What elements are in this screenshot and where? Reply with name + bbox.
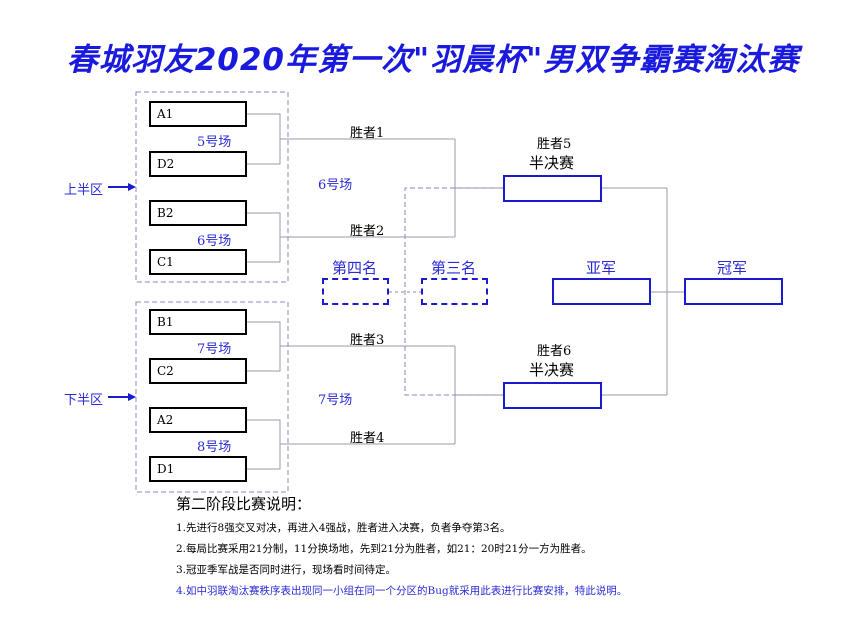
upper-half-arrow-icon [128,183,136,191]
slot-d2: D2 [149,151,247,177]
semi-lower-stage-label: 半决赛 [529,361,575,379]
slot-b2: B2 [149,200,247,226]
venue-match-2: 6号场 [197,234,232,249]
slot-d1: D1 [149,456,247,482]
slot-c2: C2 [149,358,247,384]
upper-half-label: 上半区 [64,183,104,198]
venue-quarter-upper: 6号场 [318,178,353,193]
page-title: 春城羽友2020年第一次"羽晨杯"男双争霸赛淘汰赛 [66,42,800,78]
semi-lower-winner-label: 胜者6 [537,344,572,359]
winner-1-label: 胜者1 [350,126,385,141]
winner-4-label: 胜者4 [350,431,385,446]
venue-match-1: 5号场 [197,135,232,150]
notes-heading: 第二阶段比赛说明： [176,495,312,513]
champion-box [684,278,783,305]
lower-half-arrow-icon [128,393,136,401]
semi-lower-box [503,382,602,409]
note-item-2: 2.每局比赛采用21分制，11分换场地，先到21分为胜者，如21：20时21分一… [176,543,592,555]
semi-upper-stage-label: 半决赛 [529,154,575,172]
fourth-place-box [322,278,389,305]
semi-upper-winner-label: 胜者5 [537,137,572,152]
slot-a1: A1 [149,101,247,127]
note-item-4: 4.如中羽联淘汰赛秩序表出现同一小组在同一个分区的Bug就采用此表进行比赛安排，… [176,585,628,597]
venue-match-3: 7号场 [197,342,232,357]
third-place-box [421,278,488,305]
champion-label: 冠军 [717,259,748,277]
slot-b1: B1 [149,309,247,335]
semi-upper-box [503,175,602,202]
note-item-3: 3.冠亚季军战是否同时进行，现场看时间待定。 [176,564,397,576]
venue-quarter-lower: 7号场 [318,393,353,408]
third-place-label: 第三名 [431,259,477,277]
slot-a2: A2 [149,407,247,433]
venue-match-4: 8号场 [197,440,232,455]
winner-2-label: 胜者2 [350,224,385,239]
note-item-1: 1.先进行8强交叉对决，再进入4强战，胜者进入决赛，负者争夺第3名。 [176,522,511,534]
runner-up-label: 亚军 [586,259,617,277]
fourth-place-label: 第四名 [332,259,378,277]
slot-c1: C1 [149,249,247,275]
rules-notes: 第二阶段比赛说明： 1.先进行8强交叉对决，再进入4强战，胜者进入决赛，负者争夺… [176,493,836,602]
lower-half-label: 下半区 [64,393,104,408]
winner-3-label: 胜者3 [350,333,385,348]
runner-up-box [552,278,651,305]
